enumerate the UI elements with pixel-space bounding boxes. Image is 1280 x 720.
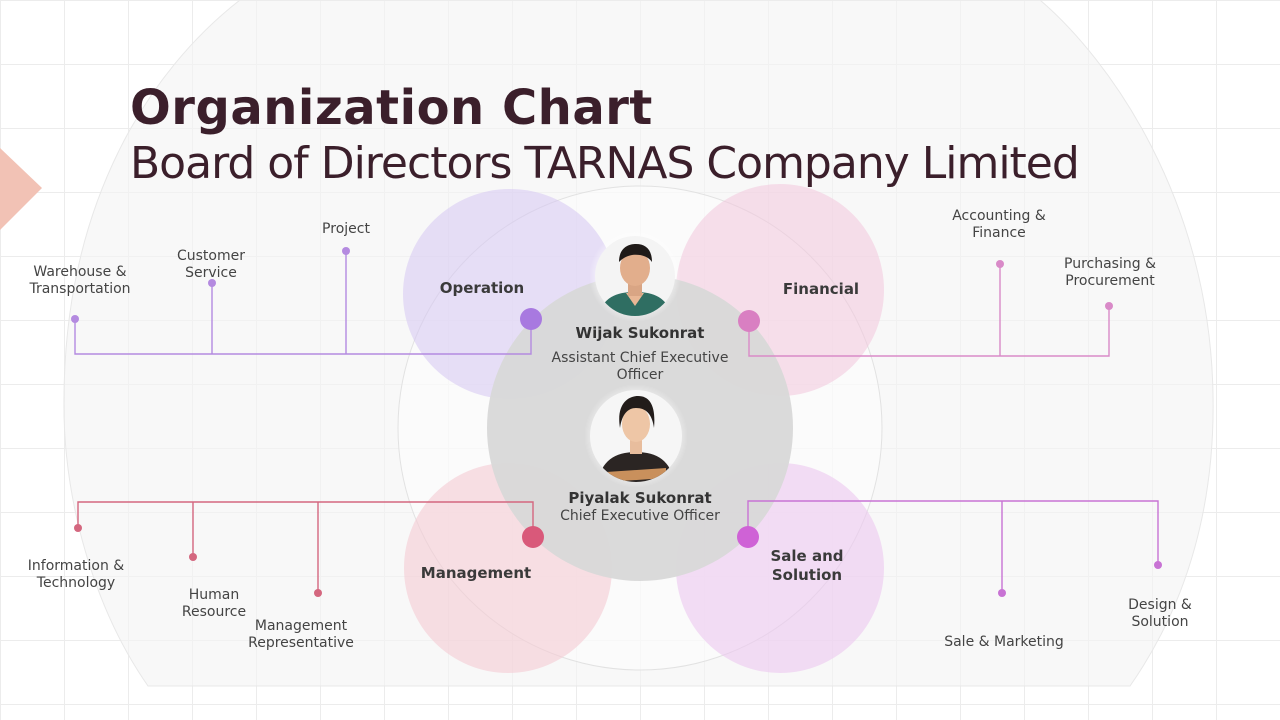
unit-customer-service: Customer Service	[176, 248, 246, 281]
unit-design-solution: Design & Solution	[1128, 597, 1192, 630]
division-management-label: Management	[420, 564, 532, 582]
page-title: Organization Chart	[130, 80, 653, 136]
operation-connector	[74, 251, 532, 355]
financial-endpoints	[996, 260, 1113, 310]
person-name-piyalak: Piyalak Sukonrat	[568, 489, 712, 507]
accent-arrow	[0, 148, 42, 230]
management-node	[522, 526, 544, 548]
unit-management-representative: Management Representative	[248, 618, 354, 651]
management-endpoints	[74, 524, 322, 597]
financial-connector	[748, 264, 1110, 357]
division-sales-label: Sale and Solution	[770, 547, 844, 584]
man-portrait-photo	[589, 230, 681, 322]
sales-connector	[747, 500, 1159, 593]
division-operation-label: Operation	[439, 279, 525, 297]
unit-project: Project	[322, 221, 370, 237]
operation-endpoints	[71, 247, 350, 323]
unit-warehouse-transportation: Warehouse & Transportation	[29, 264, 131, 297]
management-connector	[77, 501, 534, 593]
unit-accounting-finance: Accounting & Finance	[952, 208, 1046, 241]
unit-human-resource: Human Resource	[181, 587, 247, 620]
unit-information-technology: Information & Technology	[27, 558, 125, 591]
sales-endpoints	[998, 561, 1162, 597]
person-role-wijak: Assistant Chief Executive Officer	[551, 350, 729, 383]
person-name-wijak: Wijak Sukonrat	[575, 324, 705, 342]
person-role-piyalak: Chief Executive Officer	[560, 508, 720, 524]
financial-node	[738, 310, 760, 332]
unit-purchasing-procurement: Purchasing & Procurement	[1064, 256, 1156, 289]
operation-node	[520, 308, 542, 330]
woman-portrait-photo	[584, 384, 688, 488]
sales-node	[737, 526, 759, 548]
division-financial-label: Financial	[782, 280, 860, 298]
unit-sale-marketing: Sale & Marketing	[944, 634, 1064, 650]
page-subtitle: Board of Directors TARNAS Company Limite…	[130, 138, 1080, 189]
